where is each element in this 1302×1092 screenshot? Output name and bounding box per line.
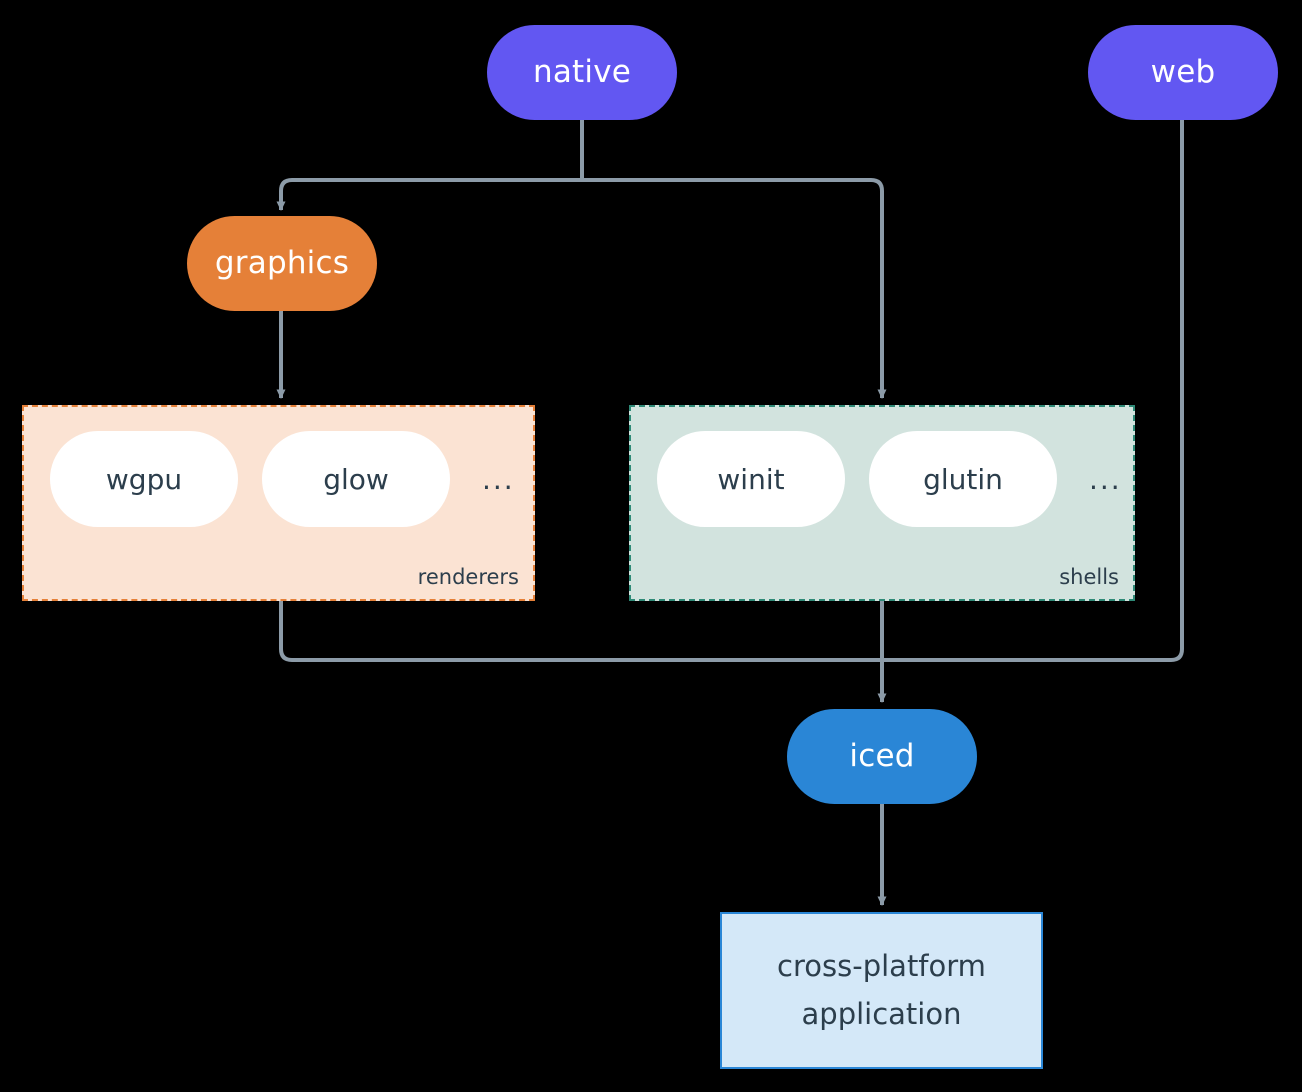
edge-native-shells (582, 178, 887, 399)
chip-wgpu-label: wgpu (105, 462, 183, 496)
node-iced-label: iced (849, 738, 915, 775)
edge-native-graphics (276, 178, 582, 211)
application-label-line1: cross-platform (777, 948, 986, 983)
edge-renderers-iced (279, 601, 882, 662)
group-renderers-items: wgpu glow ... (50, 431, 515, 527)
application-label-line2: application (801, 996, 962, 1031)
node-native-label: native (532, 54, 632, 91)
node-graphics-label: graphics (214, 245, 350, 282)
group-renderers-label: renderers (417, 565, 519, 589)
group-shells-label: shells (1059, 565, 1119, 589)
node-graphics[interactable]: graphics (187, 216, 377, 311)
group-renderers[interactable]: wgpu glow ... renderers (22, 405, 535, 601)
node-web[interactable]: web (1088, 25, 1278, 120)
chip-glutin-label: glutin (923, 462, 1003, 496)
shells-overflow-ellipsis: ... (1089, 462, 1122, 496)
group-shells[interactable]: winit glutin ... shells (629, 405, 1135, 601)
chip-winit[interactable]: winit (657, 431, 845, 527)
node-web-label: web (1150, 54, 1216, 91)
chip-glutin[interactable]: glutin (869, 431, 1057, 527)
renderers-overflow-ellipsis: ... (482, 462, 515, 496)
chip-glow[interactable]: glow (262, 431, 450, 527)
chip-winit-label: winit (717, 462, 785, 496)
node-iced[interactable]: iced (787, 709, 977, 804)
chip-wgpu[interactable]: wgpu (50, 431, 238, 527)
node-native[interactable]: native (487, 25, 677, 120)
group-shells-items: winit glutin ... (657, 431, 1122, 527)
node-cross-platform-application[interactable]: cross-platform application (720, 912, 1043, 1069)
chip-glow-label: glow (323, 462, 389, 496)
